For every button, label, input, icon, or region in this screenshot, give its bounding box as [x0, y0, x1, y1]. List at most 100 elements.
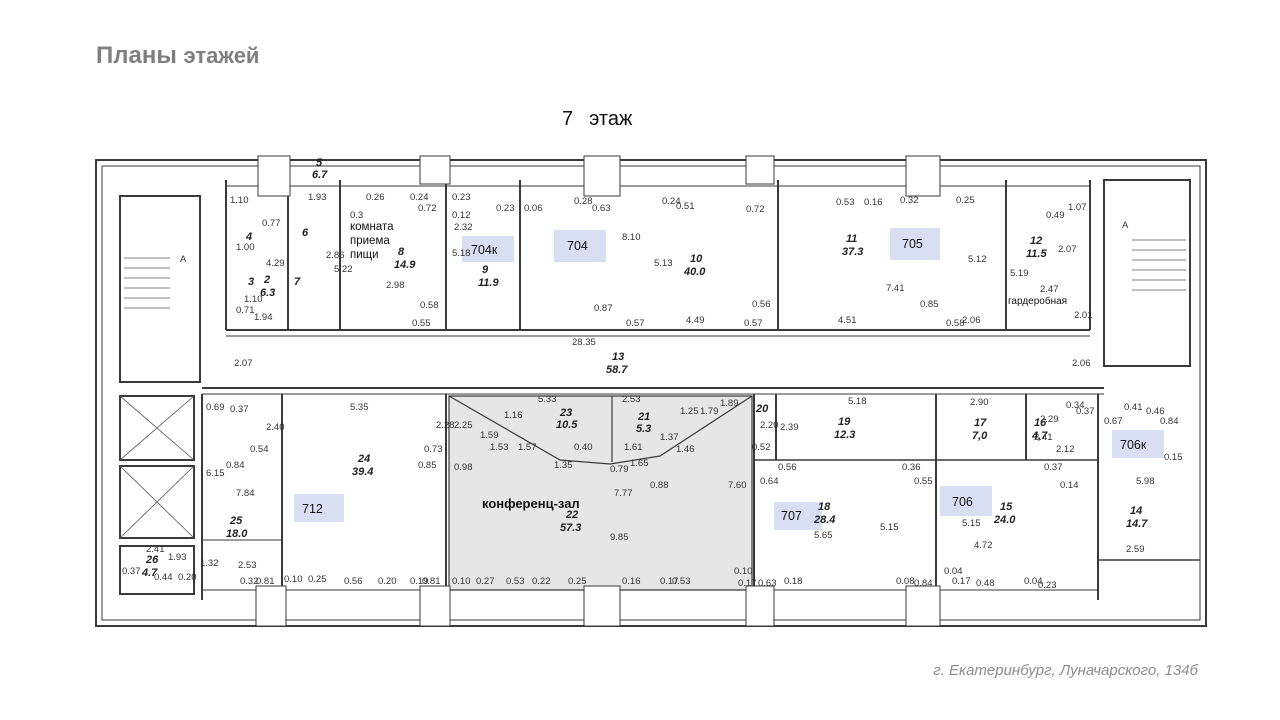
dim: 1.10 [244, 294, 263, 305]
dim: 0.37 [230, 404, 249, 415]
label-dining-3: пищи [350, 249, 379, 261]
dim: 0.23 [1038, 580, 1057, 591]
dim: 0.25 [308, 574, 327, 585]
dim: 5.18 [452, 248, 471, 259]
office-tag-706[interactable]: 706 [940, 486, 992, 516]
room-24-num: 24 [357, 453, 370, 465]
dim: 0.56 [344, 576, 363, 587]
dim: 2.25 [454, 420, 473, 431]
mark-20: 20 [755, 403, 769, 415]
dim: 0.84 [226, 460, 245, 471]
dim: 0.49 [1046, 210, 1065, 221]
dim: 0.32 [900, 195, 919, 206]
dim: 0.37 [122, 566, 141, 577]
office-tag-704[interactable]: 704 [554, 230, 606, 262]
room-23-num: 23 [559, 407, 572, 419]
room-21-num: 21 [637, 411, 650, 423]
dim: 0.58 [420, 300, 439, 311]
dim: 0.71 [236, 305, 255, 316]
dim: 0.24 [662, 196, 681, 207]
dim: 0.17 [952, 576, 971, 587]
room-5-num: 5 [316, 157, 323, 169]
dim: 0.46 [1146, 406, 1165, 417]
dim: 5.98 [1136, 476, 1155, 487]
dim: 1.10 [230, 195, 249, 206]
outer-wall [95, 159, 1207, 627]
label-wardrobe: гардеробная [1008, 295, 1067, 307]
dim: 0.56 [752, 299, 771, 310]
room-13-area: 58.7 [606, 364, 628, 376]
dim: 7.77 [614, 488, 633, 499]
shaft [119, 545, 195, 595]
dim: 0.25 [568, 576, 587, 587]
office-tag-704k[interactable]: 704к [462, 236, 514, 262]
dim: 7.41 [886, 283, 905, 294]
dim: 0.72 [746, 204, 765, 215]
room-18-area: 28.4 [813, 514, 835, 526]
room-10-area: 40.0 [683, 266, 706, 278]
dim: 5.18 [848, 396, 867, 407]
dim: 2.12 [1056, 444, 1075, 455]
dim: 4.49 [686, 315, 705, 326]
dim: 0.10 [284, 574, 303, 585]
dim: 0.16 [864, 197, 883, 208]
dim: 0.56 [778, 462, 797, 473]
office-tag-712[interactable]: 712 [294, 494, 344, 522]
room-9-area: 11.9 [478, 277, 499, 289]
dim: 0.64 [760, 476, 779, 487]
label-dining-1: комната [350, 221, 394, 233]
room-numbers: 5 6.7 8 14.9 9 11.9 10 40.0 11 37.3 12 1… [141, 157, 1148, 579]
room-26-area: 4.7 [141, 567, 158, 579]
dim: 5.22 [334, 264, 353, 275]
mark-3: 3 [248, 276, 254, 288]
room-22-area: 57.3 [560, 522, 581, 534]
room-17-area: 7,0 [972, 430, 988, 442]
room-12-num: 12 [1030, 235, 1042, 247]
dim: 7.60 [728, 480, 747, 491]
room-22-num: 22 [565, 509, 578, 521]
dim: 0.17 [660, 576, 679, 587]
dim: 4.72 [974, 540, 993, 551]
dim: 0.10 [452, 576, 471, 587]
office-tag-705[interactable]: 705 [890, 228, 940, 260]
dim: 4.51 [838, 315, 857, 326]
dim: 0.69 [206, 402, 225, 413]
dim: 1.35 [554, 460, 573, 471]
dim: 2.86 [326, 250, 345, 261]
dim: 0.85 [920, 299, 939, 310]
dim: 0.23 [452, 192, 471, 203]
dim: 2.41 [1034, 432, 1053, 443]
dim: 2.47 [1040, 284, 1059, 295]
page-title-rest: этажей [183, 43, 260, 68]
office-tag-707[interactable]: 707 [774, 502, 822, 530]
dim: 0.10 [734, 566, 753, 577]
label-dining-2: приема [350, 235, 390, 247]
room-13-num: 13 [612, 351, 624, 363]
room-8-num: 8 [398, 246, 405, 258]
dim: 0.15 [1164, 452, 1183, 463]
stair-right [1103, 179, 1191, 367]
dim: 0.51 [676, 201, 695, 212]
dim: 2.07 [1058, 244, 1077, 255]
small-marks: 4 3 6 7 20 A A [180, 220, 1129, 415]
dim: 5.15 [962, 518, 981, 529]
room-16-num: 16 [1034, 417, 1047, 429]
room-10-num: 10 [690, 253, 703, 265]
dim: 0.41 [1124, 402, 1143, 413]
dim: 0.81 [422, 576, 441, 587]
dim: 0.87 [594, 303, 613, 314]
room-25-num: 25 [229, 515, 243, 527]
elevator-1 [119, 395, 195, 461]
dim: 0.98 [454, 462, 473, 473]
mark-4: 4 [245, 231, 252, 243]
dim: 0.24 [410, 192, 429, 203]
dim: 7.84 [236, 488, 255, 499]
office-tag-706k[interactable]: 706к [1112, 430, 1164, 458]
dim: 0.19 [410, 576, 429, 587]
dim: 2.98 [386, 280, 405, 291]
dim: 1.46 [676, 444, 695, 455]
room-21-area: 5.3 [636, 423, 651, 435]
stair-left [119, 195, 201, 383]
